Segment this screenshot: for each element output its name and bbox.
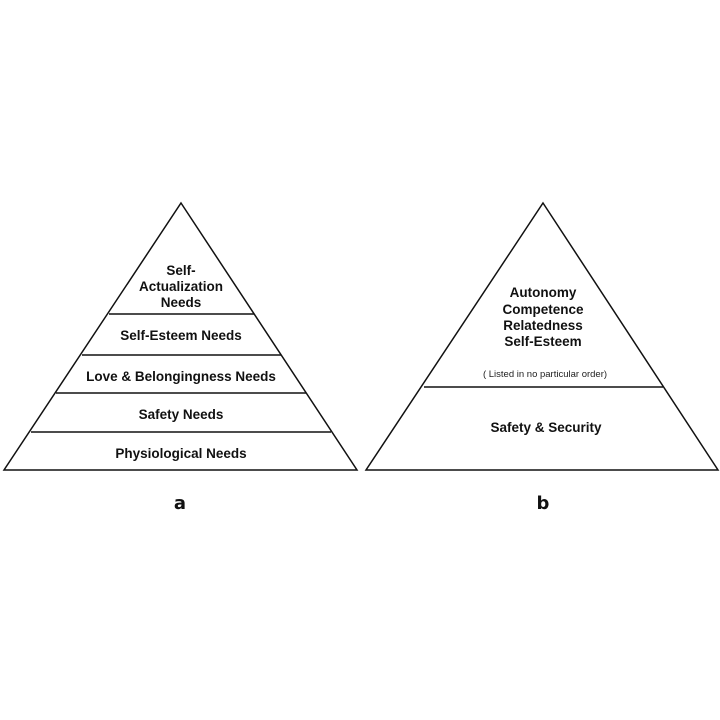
- pyramid-a: Self- Actualization Needs Self-Esteem Ne…: [2, 201, 359, 514]
- level-safety-security: Safety & Security: [490, 420, 602, 435]
- level-physiological: Physiological Needs: [115, 446, 246, 461]
- level-self-actualization-line-1: Self-: [166, 263, 195, 278]
- level-safety: Safety Needs: [139, 407, 224, 422]
- order-note: ( Listed in no particular order): [483, 369, 607, 380]
- pyramid-b: Autonomy Competence Relatedness Self-Est…: [364, 201, 720, 514]
- level-self-esteem: Self-Esteem Needs: [120, 328, 242, 343]
- need-self-esteem: Self-Esteem: [504, 334, 581, 349]
- pyramid-b-label: b: [537, 493, 550, 514]
- level-self-actualization-line-2: Actualization: [139, 279, 223, 294]
- need-autonomy: Autonomy: [510, 285, 577, 300]
- pyramid-b-outline: [364, 201, 720, 471]
- need-competence: Competence: [502, 302, 584, 317]
- level-self-actualization-line-3: Needs: [161, 295, 202, 310]
- pyramid-a-outline: [2, 201, 359, 471]
- need-relatedness: Relatedness: [503, 318, 583, 333]
- level-love-belongingness: Love & Belongingness Needs: [86, 369, 276, 384]
- pyramid-a-label: a: [174, 493, 186, 514]
